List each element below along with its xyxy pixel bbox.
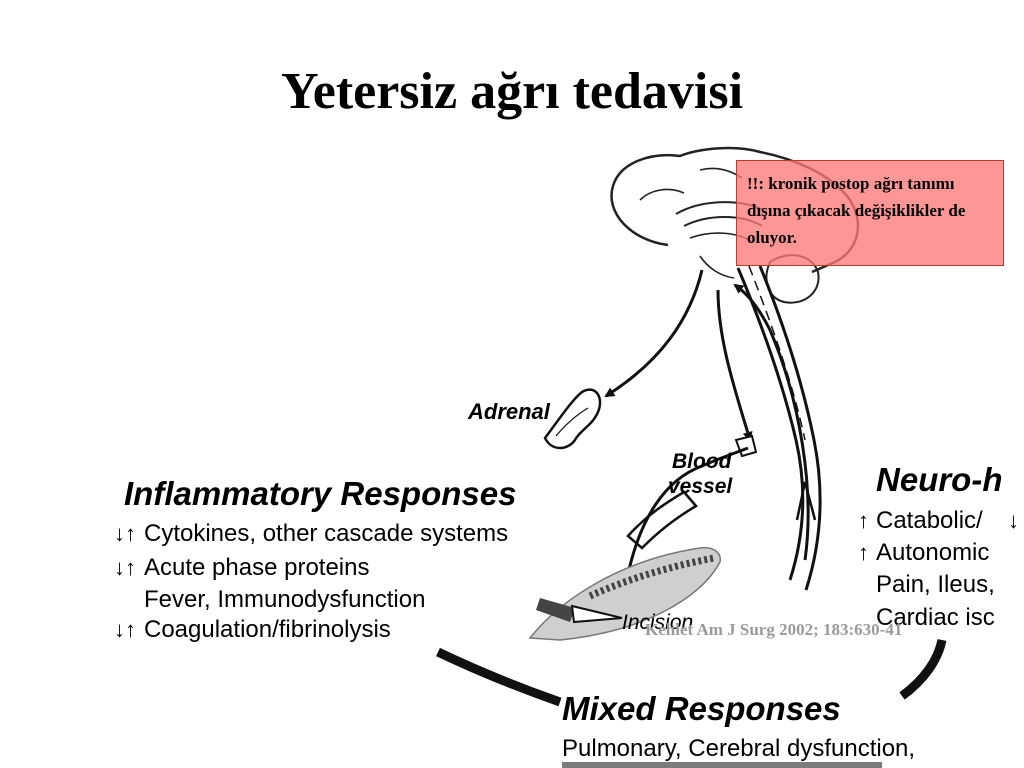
neuro-item: Cardiac isc [876,604,995,631]
slide-title: Yetersiz ağrı tedavisi [280,63,744,120]
adrenal-gland [543,388,602,450]
neuro-item: Catabolic/ [876,507,983,534]
neuro-list: ↑ Catabolic/ ↓ ↑ Autonomic Pain, Ileus, … [858,507,1019,631]
annotation-note: !!: kronik postop ağrı tanımı dışına çık… [736,160,1004,266]
inflammatory-heading: Inflammatory Responses [124,475,516,512]
spinal-cord [736,265,822,591]
inflammatory-to-mixed-connector [436,647,562,707]
neuro-item: Autonomic [876,539,989,566]
afferent-pathway [716,283,810,561]
inflammatory-item: Coagulation/fibrinolysis [144,616,391,643]
mixed-item-cutoff [562,762,882,768]
inflammatory-item: Acute phase proteins [144,554,369,581]
incision-illustration [528,546,721,641]
neuro-item: Pain, Ileus, [876,571,995,598]
down-arrow-icon: ↓ [1008,508,1019,533]
vessel-label: vessel [668,475,733,498]
up-arrow-icon: ↑ [858,508,869,533]
inflammatory-item: Cytokines, other cascade systems [144,520,508,547]
incision-label: Incision [622,611,693,634]
neuro-heading: Neuro-h [876,461,1003,498]
reference-citation: Kehlet Am J Surg 2002; 183:630-41 [645,620,903,639]
mixed-heading: Mixed Responses [562,690,841,727]
brain-to-adrenal-arrow [604,269,704,398]
inflammatory-list: ↓↑ Cytokines, other cascade systems ↓↑ A… [114,520,508,643]
adrenal-label: Adrenal [467,399,551,424]
up-arrow-icon: ↑ [858,540,869,565]
up-down-arrow-icon: ↓↑ [114,521,136,546]
blood-vessel-illustration [626,434,758,575]
blood-label: Blood [672,450,733,473]
up-down-arrow-icon: ↓↑ [114,617,136,642]
mixed-item: Pulmonary, Cerebral dysfunction, [562,735,915,762]
inflammatory-item: Fever, Immunodysfunction [144,586,425,613]
up-down-arrow-icon: ↓↑ [114,555,136,580]
neuro-to-mixed-connector [899,638,947,700]
